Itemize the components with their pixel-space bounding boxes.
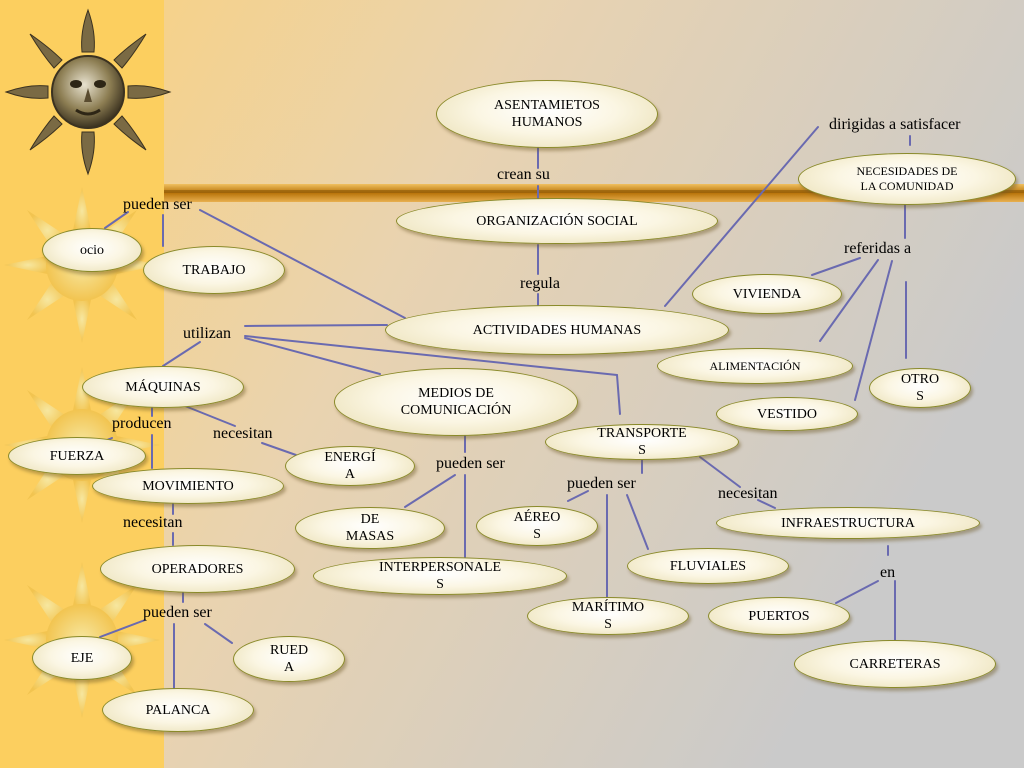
node-de-masas: DE MASAS xyxy=(295,507,445,549)
connector xyxy=(199,209,406,319)
label-regula: regula xyxy=(520,275,560,292)
connector xyxy=(811,257,861,276)
label-necesitan-energia: necesitan xyxy=(213,425,273,442)
node-maritimos: MARÍTIMO S xyxy=(527,597,689,635)
connector xyxy=(626,494,649,550)
connector xyxy=(616,374,621,415)
node-movimiento: MOVIMIENTO xyxy=(92,468,284,504)
label-pueden-ser-medios: pueden ser xyxy=(436,455,505,472)
node-palanca: PALANCA xyxy=(102,688,254,732)
connector xyxy=(204,623,233,644)
node-maquinas: MÁQUINAS xyxy=(82,366,244,408)
connector xyxy=(244,324,388,327)
label-utilizan: utilizan xyxy=(183,325,231,342)
connector xyxy=(244,337,381,375)
connector xyxy=(664,126,819,307)
label-crean-su: crean su xyxy=(497,166,550,183)
node-eje: EJE xyxy=(32,636,132,680)
label-pueden-ser-operadores: pueden ser xyxy=(143,604,212,621)
node-energia: ENERGÍ A xyxy=(285,446,415,486)
node-organizacion-social: ORGANIZACIÓN SOCIAL xyxy=(396,198,718,244)
node-operadores: OPERADORES xyxy=(100,545,295,593)
node-fluviales: FLUVIALES xyxy=(627,548,789,584)
node-infraestructura: INFRAESTRUCTURA xyxy=(716,507,980,539)
node-rueda: RUED A xyxy=(233,636,345,682)
node-carreteras: CARRETERAS xyxy=(794,640,996,688)
connector xyxy=(819,259,879,342)
connector xyxy=(184,405,236,427)
label-referidas: referidas a xyxy=(844,240,912,257)
node-fuerza: FUERZA xyxy=(8,437,146,475)
connector xyxy=(244,335,618,376)
connector xyxy=(99,619,146,638)
label-pueden-ser-transportes: pueden ser xyxy=(567,475,636,492)
node-interpersonales: INTERPERSONALE S xyxy=(313,557,567,595)
node-puertos: PUERTOS xyxy=(708,597,850,635)
connector xyxy=(699,456,741,488)
node-vestido: VESTIDO xyxy=(716,397,858,431)
connector xyxy=(162,341,201,367)
connector xyxy=(261,442,297,456)
connector xyxy=(404,474,456,508)
connector xyxy=(757,499,776,509)
node-necesidades: NECESIDADES DE LA COMUNIDAD xyxy=(798,153,1016,205)
node-vivienda: VIVIENDA xyxy=(692,274,842,314)
node-asentamientos: ASENTAMIETOS HUMANOS xyxy=(436,80,658,148)
connector xyxy=(567,490,589,502)
node-transportes: TRANSPORTE S xyxy=(545,424,739,460)
node-otros: OTRO S xyxy=(869,368,971,408)
label-pueden-ser-top: pueden ser xyxy=(123,196,192,213)
label-dirigidas: dirigidas a satisfacer xyxy=(829,116,961,133)
sun-face-icon xyxy=(4,8,172,176)
node-aereos: AÉREO S xyxy=(476,506,598,546)
node-actividades-humanas: ACTIVIDADES HUMANAS xyxy=(385,305,729,355)
connector xyxy=(854,260,893,401)
connector xyxy=(104,211,129,229)
connector xyxy=(835,580,879,604)
node-medios-comunicacion: MEDIOS DE COMUNICACIÓN xyxy=(334,368,578,436)
node-alimentacion: ALIMENTACIÓN xyxy=(657,348,853,384)
node-trabajo: TRABAJO xyxy=(143,246,285,294)
label-producen: producen xyxy=(112,415,172,432)
label-necesitan-operadores: necesitan xyxy=(123,514,183,531)
label-necesitan-infra: necesitan xyxy=(718,485,778,502)
node-ocio: ocio xyxy=(42,228,142,272)
label-en: en xyxy=(880,564,896,581)
